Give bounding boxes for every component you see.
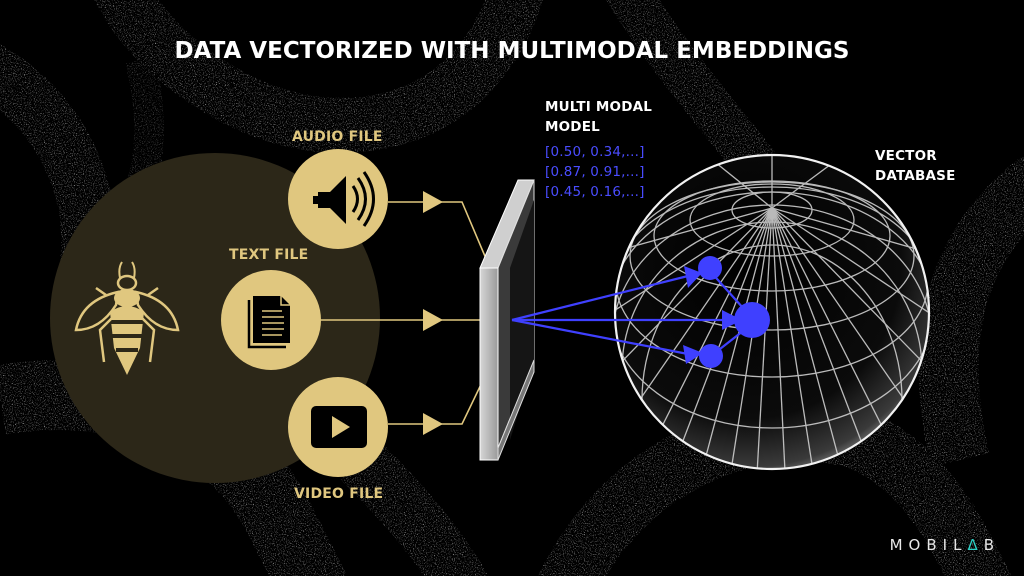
model-label: MULTI MODAL MODEL [545,97,652,137]
vector-item: [0.50, 0.34,...] [545,144,645,160]
database-label: VECTOR DATABASE [875,146,956,186]
video-file-label: VIDEO FILE [294,486,384,502]
mobilab-logo: MOBILΔB [890,536,1000,554]
model-label-line2: MODEL [545,119,600,135]
embedding-nodes [683,256,770,368]
speaker-icon-badge [288,149,388,249]
logo-suffix: B [983,536,1000,554]
bee-icon [74,261,180,375]
vector-item: [0.45, 0.16,...] [545,184,645,200]
audio-file-label: AUDIO FILE [292,129,383,145]
database-label-line1: VECTOR [875,148,937,164]
video-play-icon-badge [288,377,388,477]
database-label-line2: DATABASE [875,168,956,184]
vector-item: [0.87, 0.91,...] [545,164,645,180]
text-file-label: TEXT FILE [229,247,309,263]
logo-accent-triangle: Δ [967,536,984,554]
page-title: DATA VECTORIZED WITH MULTIMODAL EMBEDDIN… [174,38,850,64]
vector-list: [0.50, 0.34,...] [0.87, 0.91,...] [0.45,… [545,142,645,202]
document-icon-badge [221,270,321,370]
multimodal-model-slab [479,179,535,461]
model-label-line1: MULTI MODAL [545,99,653,115]
logo-prefix: MOBIL [889,536,968,554]
input-arrowheads [423,191,443,435]
globe-sphere-icon [613,153,931,471]
